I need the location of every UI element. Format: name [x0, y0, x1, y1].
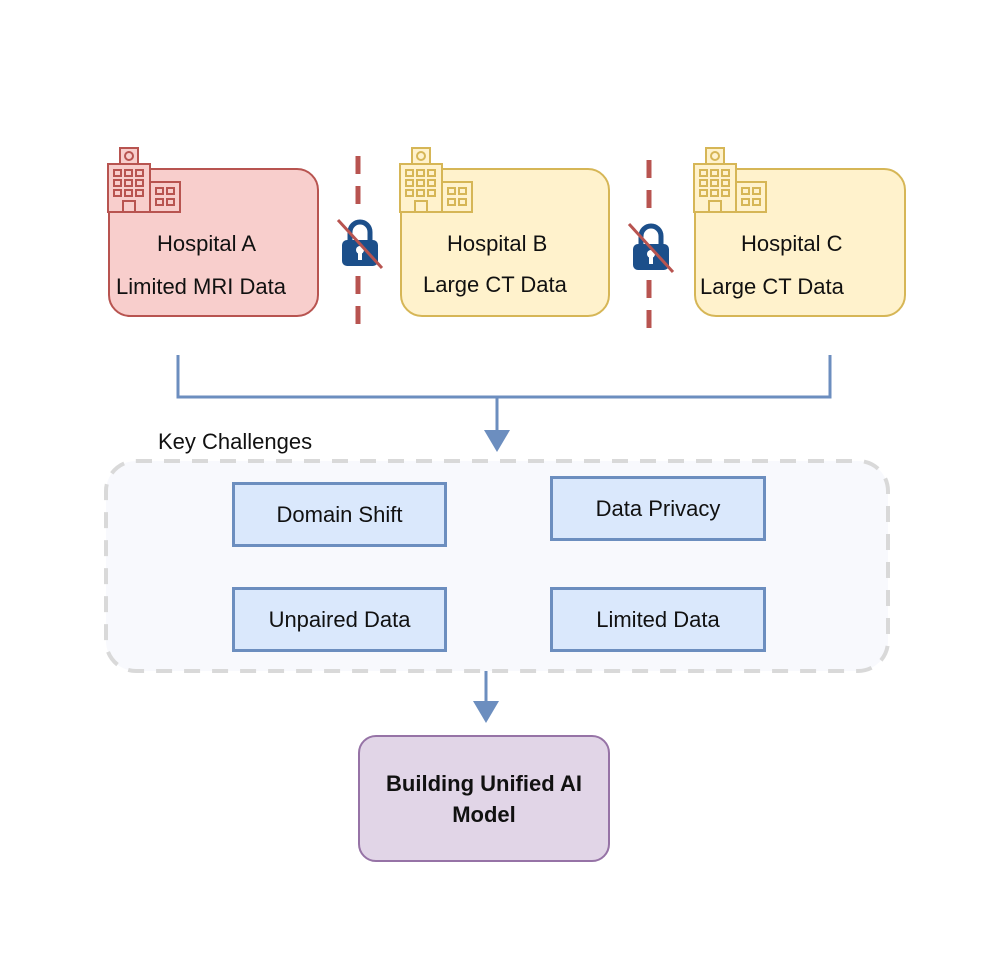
hospital-b-box: Hospital B Large CT Data — [400, 168, 610, 317]
merge-connector — [176, 355, 832, 399]
hospital-b-name: Hospital B — [447, 231, 548, 256]
crossed-out-lock-icon — [625, 216, 677, 276]
key-challenges-label: Key Challenges — [158, 429, 313, 454]
outcome-line-2: Model — [452, 801, 516, 827]
merge-arrowhead — [484, 430, 510, 452]
unified-ai-model-box: Building Unified AI Model — [358, 735, 610, 862]
hospital-a-name: Hospital A — [157, 231, 257, 256]
challenge-unpaired-data: Unpaired Data — [232, 587, 447, 652]
key-challenges-group — [104, 459, 890, 673]
challenge-label: Limited Data — [596, 606, 720, 632]
challenge-label: Data Privacy — [595, 495, 721, 521]
hospital-building-icon — [107, 147, 181, 213]
challenge-label: Unpaired Data — [268, 606, 411, 632]
hospital-c-data: Large CT Data — [700, 274, 844, 299]
hospital-building-icon — [399, 147, 473, 213]
crossed-out-lock-icon — [334, 212, 386, 272]
hospital-building-icon — [693, 147, 767, 213]
challenge-limited-data: Limited Data — [550, 587, 766, 652]
hospital-b-data: Large CT Data — [423, 272, 567, 297]
hospital-c-name: Hospital C — [741, 231, 843, 256]
challenge-label: Domain Shift — [276, 501, 403, 527]
output-arrowhead — [473, 701, 499, 723]
challenge-data-privacy: Data Privacy — [550, 476, 766, 541]
hospital-a-data: Limited MRI Data — [116, 274, 286, 299]
challenge-domain-shift: Domain Shift — [232, 482, 447, 547]
hospital-a-box: Hospital A Limited MRI Data — [108, 168, 319, 317]
outcome-line-1: Building Unified AI — [386, 770, 582, 796]
